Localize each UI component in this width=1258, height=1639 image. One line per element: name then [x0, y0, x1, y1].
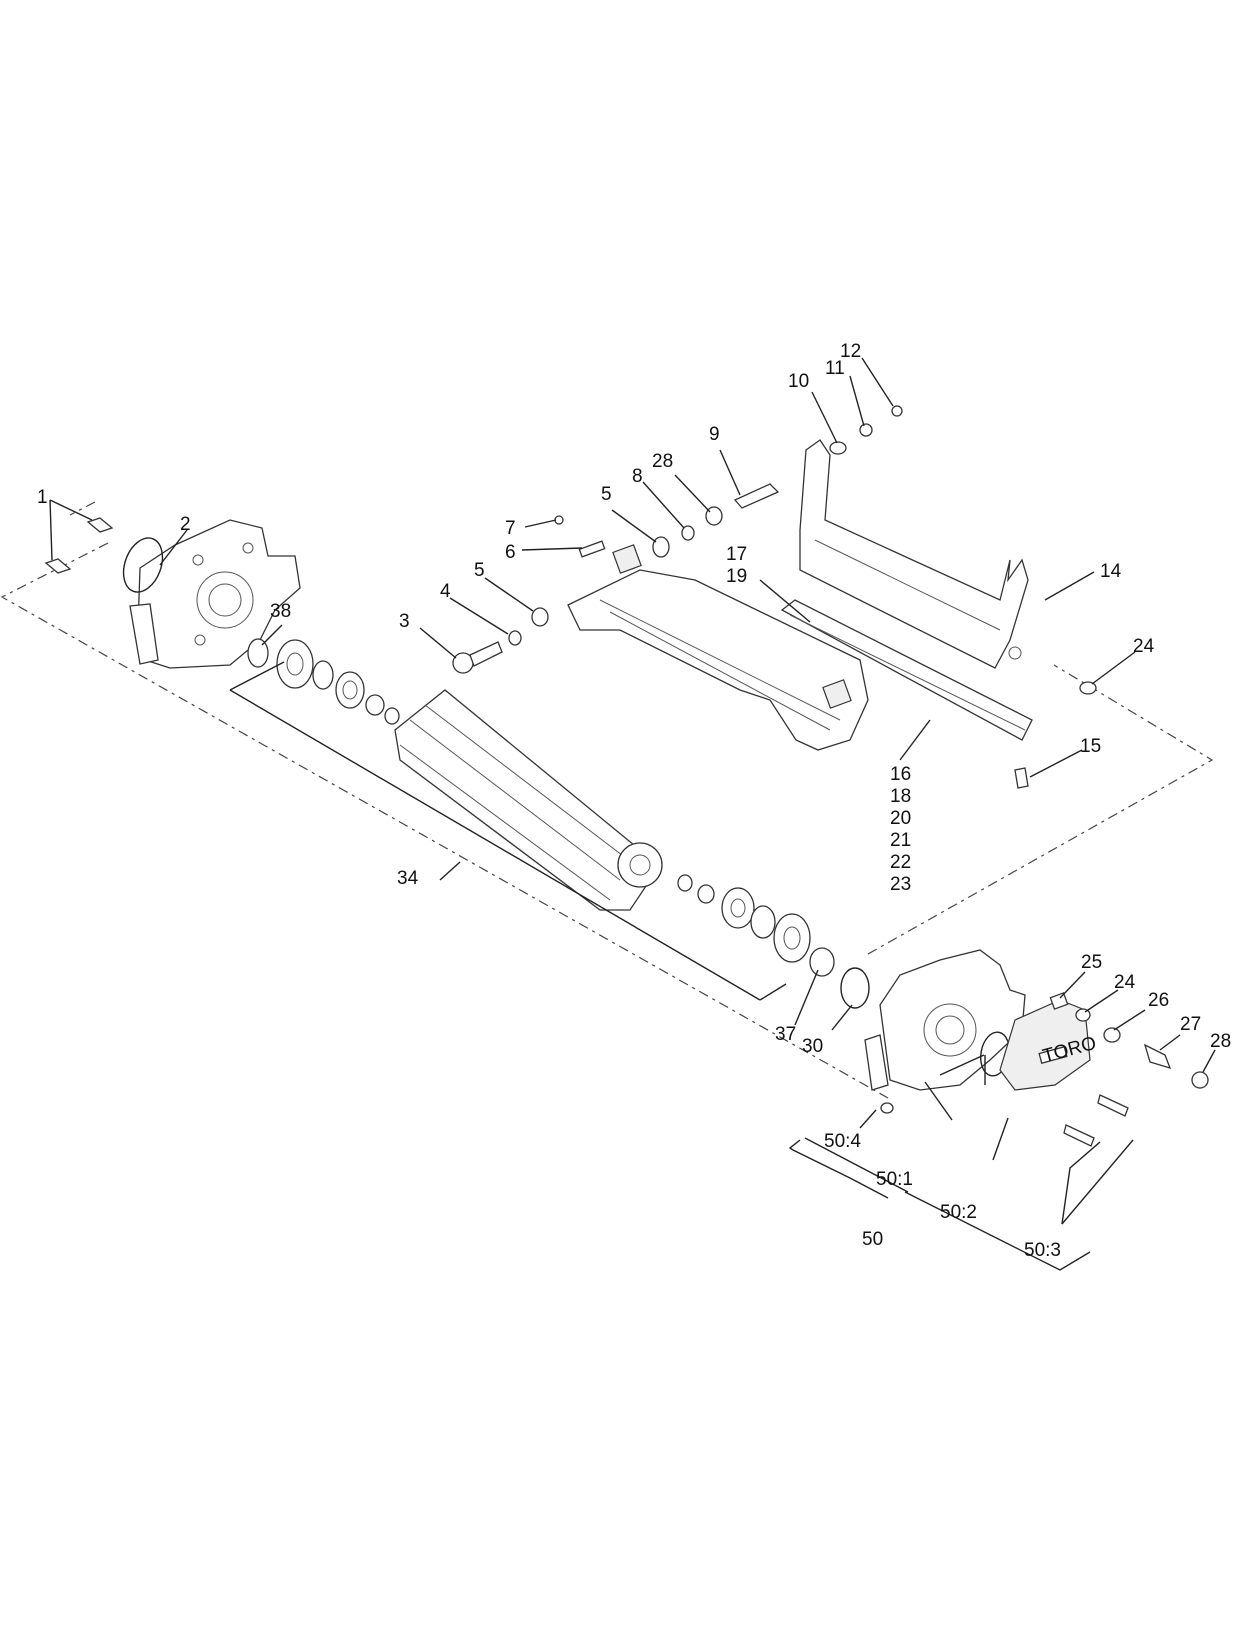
- callout-12: 12: [840, 341, 861, 362]
- callout-34: 34: [397, 868, 419, 889]
- callout-28b: 28: [1210, 1031, 1231, 1052]
- callout-26: 26: [1148, 990, 1169, 1011]
- callout-38: 38: [270, 601, 291, 622]
- callout-5b: 5: [601, 484, 612, 505]
- reel-assembly: [394, 689, 663, 911]
- callout-3: 3: [399, 611, 410, 632]
- callout-20: 20: [890, 808, 911, 829]
- callout-50-4: 50:4: [824, 1131, 861, 1152]
- callout-5a: 5: [474, 560, 485, 581]
- callout-23: 23: [890, 874, 911, 895]
- callout-37: 37: [775, 1024, 796, 1045]
- left-side-plate: [129, 519, 301, 669]
- callout-24b: 24: [1114, 972, 1136, 993]
- callout-21: 21: [890, 830, 911, 851]
- callout-28a: 28: [652, 451, 673, 472]
- right-hardware: [880, 992, 1209, 1147]
- main-frame: [567, 544, 869, 751]
- callout-14: 14: [1100, 561, 1122, 582]
- callout-19: 19: [726, 566, 747, 587]
- assembly-dashed-outline: [0, 501, 1214, 1099]
- callout-50-3: 50:3: [1024, 1240, 1061, 1261]
- callout-27: 27: [1180, 1014, 1201, 1035]
- callout-9: 9: [709, 424, 720, 445]
- callout-17: 17: [726, 544, 747, 565]
- callout-16: 16: [890, 764, 911, 785]
- callout-50-2: 50:2: [940, 1202, 977, 1223]
- callout-4: 4: [440, 581, 451, 602]
- callouts: 1 2 38 3 4 5 6 7 5 8 28 9 10 11 12 17 19…: [37, 341, 1231, 1261]
- callout-7: 7: [505, 518, 516, 539]
- callout-24a: 24: [1133, 636, 1155, 657]
- callout-8: 8: [632, 466, 643, 487]
- callout-18: 18: [890, 786, 911, 807]
- adjuster-hardware: [452, 405, 1097, 789]
- callout-50: 50: [862, 1229, 883, 1250]
- callout-11: 11: [825, 358, 845, 379]
- callout-25: 25: [1081, 952, 1102, 973]
- callout-6: 6: [505, 542, 516, 563]
- bedknife-bracket: [799, 439, 1029, 669]
- leader-lines: [49, 357, 1216, 1271]
- left-bolts: [44, 517, 114, 574]
- callout-1: 1: [37, 487, 48, 508]
- callout-22: 22: [890, 852, 911, 873]
- callout-30: 30: [802, 1036, 823, 1057]
- right-bearing-stack: [677, 874, 870, 1009]
- bedknife: [780, 599, 1033, 741]
- right-side-plate: [864, 949, 1026, 1091]
- side-cover: TORO: [999, 999, 1099, 1091]
- left-o-ring: [122, 537, 164, 593]
- left-bearing-stack: [247, 638, 400, 725]
- callout-10: 10: [788, 371, 809, 392]
- callout-2: 2: [180, 514, 191, 535]
- callout-50-1: 50:1: [876, 1169, 913, 1190]
- callout-15: 15: [1080, 736, 1101, 757]
